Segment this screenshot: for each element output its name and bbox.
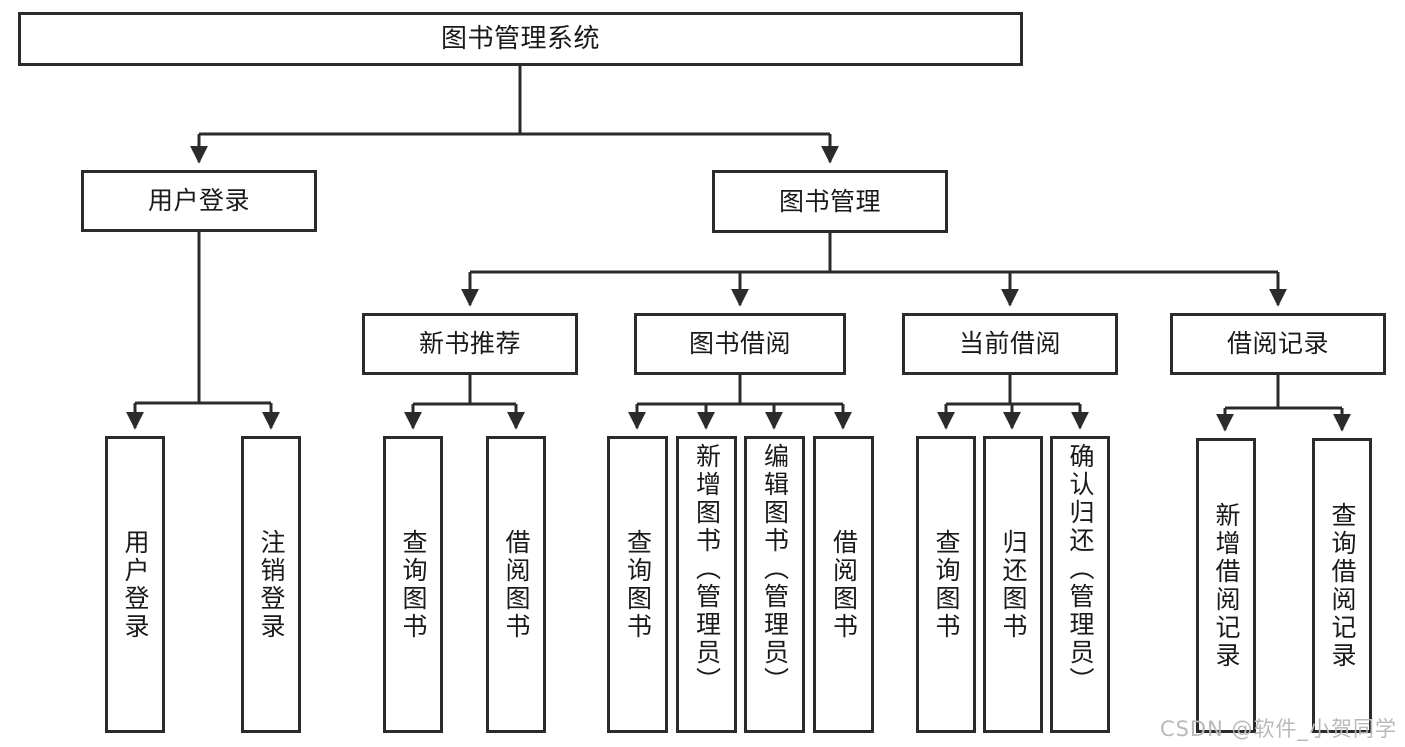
node-leaf-query-book-3-label: 查询图书 <box>932 528 961 641</box>
node-leaf-return-book[interactable]: 归还图书 <box>983 436 1043 733</box>
node-leaf-query-book-3[interactable]: 查询图书 <box>916 436 976 733</box>
node-leaf-query-record-label: 查询借阅记录 <box>1328 501 1357 670</box>
node-leaf-user-login[interactable]: 用户登录 <box>105 436 165 733</box>
node-book-borrow-label: 图书借阅 <box>688 329 791 359</box>
node-leaf-add-book-label: 新增图书（管理员） <box>692 443 722 695</box>
node-current-borrow-label: 当前借阅 <box>958 329 1061 359</box>
node-book-manage-label: 图书管理 <box>778 186 881 216</box>
node-leaf-query-record[interactable]: 查询借阅记录 <box>1312 438 1372 733</box>
node-leaf-borrow-book-1[interactable]: 借阅图书 <box>486 436 546 733</box>
watermark: CSDN @软件_小贺同学 <box>1159 717 1397 741</box>
node-book-manage[interactable]: 图书管理 <box>712 170 948 233</box>
node-leaf-query-book-2[interactable]: 查询图书 <box>607 436 668 733</box>
node-leaf-query-book-1-label: 查询图书 <box>399 528 428 641</box>
node-leaf-confirm-return-label: 确认归还（管理员） <box>1066 443 1095 695</box>
node-current-borrow[interactable]: 当前借阅 <box>902 313 1118 375</box>
node-leaf-edit-book[interactable]: 编辑图书（管理员） <box>744 436 805 733</box>
node-leaf-return-book-label: 归还图书 <box>999 528 1028 641</box>
node-leaf-add-book[interactable]: 新增图书（管理员） <box>676 436 737 733</box>
node-leaf-add-record[interactable]: 新增借阅记录 <box>1196 438 1256 733</box>
node-leaf-logout-login-label: 注销登录 <box>257 528 286 641</box>
node-leaf-edit-book-label: 编辑图书（管理员） <box>760 443 790 695</box>
node-new-book-rec[interactable]: 新书推荐 <box>362 313 578 375</box>
node-new-book-rec-label: 新书推荐 <box>418 329 521 359</box>
node-root-label: 图书管理系统 <box>440 23 600 54</box>
node-leaf-user-login-label: 用户登录 <box>121 528 150 641</box>
node-borrow-record-label: 借阅记录 <box>1226 329 1329 359</box>
node-leaf-add-record-label: 新增借阅记录 <box>1212 501 1241 670</box>
node-leaf-confirm-return[interactable]: 确认归还（管理员） <box>1050 436 1110 733</box>
node-user-login[interactable]: 用户登录 <box>81 170 317 232</box>
node-leaf-borrow-book-2[interactable]: 借阅图书 <box>813 436 874 733</box>
node-borrow-record[interactable]: 借阅记录 <box>1170 313 1386 375</box>
node-leaf-query-book-2-label: 查询图书 <box>623 528 653 641</box>
node-leaf-query-book-1[interactable]: 查询图书 <box>383 436 443 733</box>
node-root[interactable]: 图书管理系统 <box>18 12 1023 66</box>
node-user-login-label: 用户登录 <box>147 186 250 216</box>
node-leaf-borrow-book-1-label: 借阅图书 <box>502 528 531 641</box>
node-leaf-logout-login[interactable]: 注销登录 <box>241 436 301 733</box>
node-leaf-borrow-book-2-label: 借阅图书 <box>829 528 859 641</box>
node-book-borrow[interactable]: 图书借阅 <box>634 313 846 375</box>
